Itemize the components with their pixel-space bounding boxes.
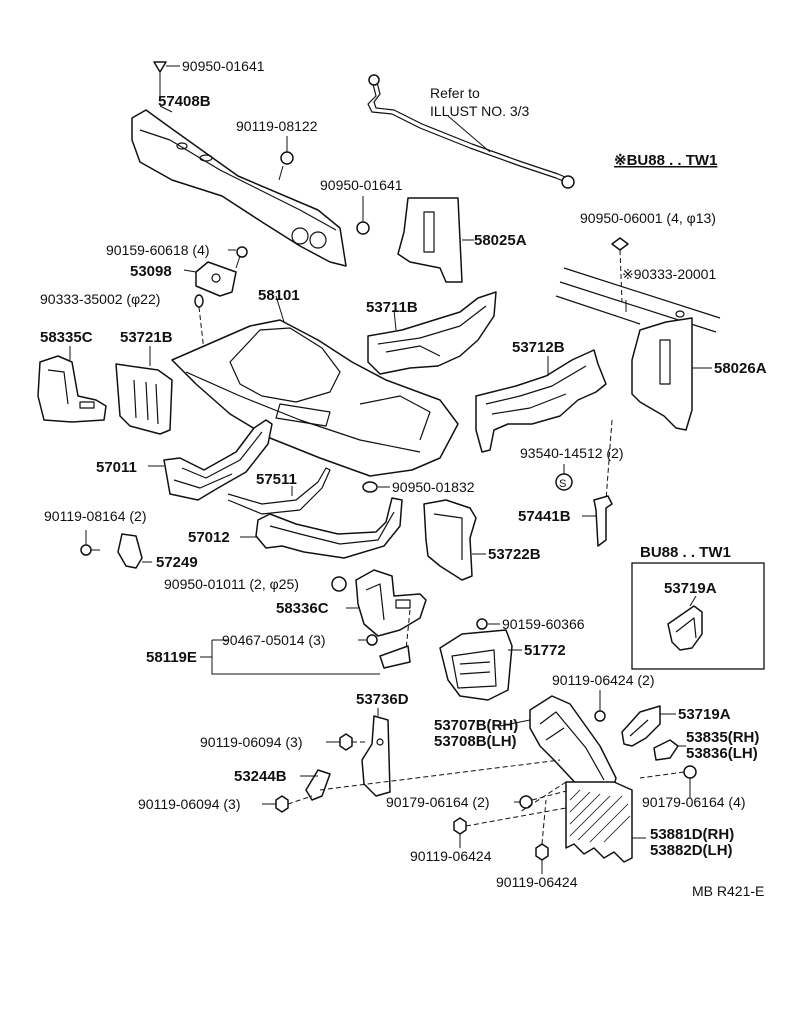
label-57011: 57011 — [96, 459, 137, 476]
label-58335C: 58335C — [40, 329, 93, 346]
bolt-90119-06424-bottom — [535, 843, 549, 874]
label-53882D: 53882D(LH) — [650, 842, 733, 859]
circle-mark-letter: S — [559, 478, 566, 490]
bolt-90119-08164 — [80, 530, 100, 556]
label-90179-06164-a: 90179-06164 (2) — [386, 794, 490, 810]
bracket-57249 — [117, 533, 143, 569]
rod-assembly — [367, 74, 575, 189]
member-57511 — [227, 467, 331, 515]
label-58025A: 58025A — [474, 232, 527, 249]
cap-90950-01641-top — [153, 61, 180, 73]
label-90179-06164-b: 90179-06164 (4) — [642, 794, 746, 810]
label-90119-06424-left: 90119-06424 — [410, 848, 492, 864]
label-58026A: 58026A — [714, 360, 767, 377]
label-90950-01641-top: 90950-01641 — [182, 58, 265, 74]
label-53244B: 53244B — [234, 768, 287, 785]
label-90119-08122: 90119-08122 — [236, 118, 318, 134]
retainer-90467-05014 — [358, 634, 378, 646]
plate-53098 — [195, 261, 237, 297]
label-53098: 53098 — [130, 263, 172, 280]
label-inset-title: BU88 . . TW1 — [640, 544, 731, 561]
bracket-53244B — [305, 769, 331, 801]
plug-90950-06001 — [611, 237, 629, 251]
bolt-90119-06424-left — [453, 817, 467, 848]
bracket-53721B — [115, 363, 173, 435]
label-57249: 57249 — [156, 554, 198, 571]
plug-90333-35002 — [194, 294, 204, 308]
label-53719A: 53719A — [678, 706, 731, 723]
label-53881D: 53881D(RH) — [650, 826, 734, 843]
label-53712B: 53712B — [512, 339, 565, 356]
crossmember-57408B — [131, 109, 347, 267]
bolt-90119-06094-b — [262, 795, 289, 813]
label-90119-06424-top: 90119-06424 (2) — [552, 672, 654, 688]
bracket-53719A-lower — [621, 705, 661, 747]
label-refer-line1: Refer to — [430, 85, 480, 101]
label-90119-06094-b: 90119-06094 (3) — [138, 796, 240, 812]
circle-mark-93540: S — [555, 473, 573, 491]
label-model-note: ※BU88 . . TW1 — [614, 152, 717, 169]
label-90467-05014: 90467-05014 (3) — [222, 632, 326, 648]
label-refer-line2: ILLUST NO. 3/3 — [430, 103, 530, 119]
label-inset-part: 53719A — [664, 580, 717, 597]
label-90950-01641-mid: 90950-01641 — [320, 177, 403, 193]
bracket-58335C — [37, 355, 107, 423]
nut-90179-06164-a — [514, 795, 533, 809]
bracket-58026A — [631, 317, 693, 431]
label-53836: 53836(LH) — [686, 745, 758, 762]
label-58119E: 58119E — [146, 649, 197, 666]
label-90119-08164: 90119-08164 (2) — [44, 508, 146, 524]
plug-90950-01832 — [362, 481, 390, 493]
label-51772: 51772 — [524, 642, 566, 659]
floor-pan-58101 — [171, 319, 459, 477]
label-93540-14512: 93540-14512 (2) — [520, 445, 624, 461]
panel-53711B — [367, 291, 497, 375]
member-57011 — [163, 419, 273, 501]
panel-53712B — [475, 349, 607, 453]
label-58336C: 58336C — [276, 600, 329, 617]
step-51772 — [439, 629, 513, 701]
plate-58119E — [379, 645, 411, 669]
label-53835: 53835(RH) — [686, 729, 759, 746]
label-53707B: 53707B(RH) — [434, 717, 518, 734]
bolt-90159-60366 — [476, 618, 500, 630]
label-57511: 57511 — [256, 471, 297, 488]
label-90159-60618: 90159-60618 (4) — [106, 242, 210, 258]
label-53722B: 53722B — [488, 546, 541, 563]
label-57408B: 57408B — [158, 93, 211, 110]
label-57441B: 57441B — [518, 508, 571, 525]
mudflap-53881D-53882D — [565, 781, 633, 863]
bolt-90119-06094-a — [326, 733, 353, 751]
bracket-53835-53836 — [653, 739, 679, 761]
label-58101: 58101 — [258, 287, 300, 304]
member-57012 — [255, 497, 403, 559]
label-90119-06424-bottom: 90119-06424 — [496, 874, 578, 890]
label-90159-60366: 90159-60366 — [502, 616, 585, 632]
label-90950-06001: 90950-06001 (4, φ13) — [580, 210, 716, 226]
label-57012: 57012 — [188, 529, 230, 546]
inset-box — [631, 562, 765, 670]
plug-90950-01011 — [331, 576, 347, 592]
bracket-58336C — [355, 569, 427, 637]
label-90333-20001: ※90333-20001 — [622, 266, 716, 282]
label-53736D: 53736D — [356, 691, 409, 708]
label-53721B: 53721B — [120, 329, 173, 346]
bolt-90119-08122 — [278, 136, 294, 181]
label-footer-code: MB R421-E — [692, 883, 764, 899]
label-90950-01011: 90950-01011 (2, φ25) — [164, 576, 299, 592]
cap-90950-01641-mid — [356, 196, 370, 235]
bolt-90159-60618 — [228, 246, 248, 269]
label-90950-01832: 90950-01832 — [392, 479, 475, 495]
bracket-57441B — [593, 495, 613, 547]
label-53708B: 53708B(LH) — [434, 733, 517, 750]
bracket-58025A — [397, 197, 474, 283]
label-53711B: 53711B — [366, 299, 418, 316]
bracket-53736D — [361, 715, 391, 797]
label-90333-35002: 90333-35002 (φ22) — [40, 291, 160, 307]
panel-53722B — [423, 499, 477, 581]
bolt-90119-06424-top — [594, 690, 606, 722]
label-90119-06094-a: 90119-06094 (3) — [200, 734, 302, 750]
